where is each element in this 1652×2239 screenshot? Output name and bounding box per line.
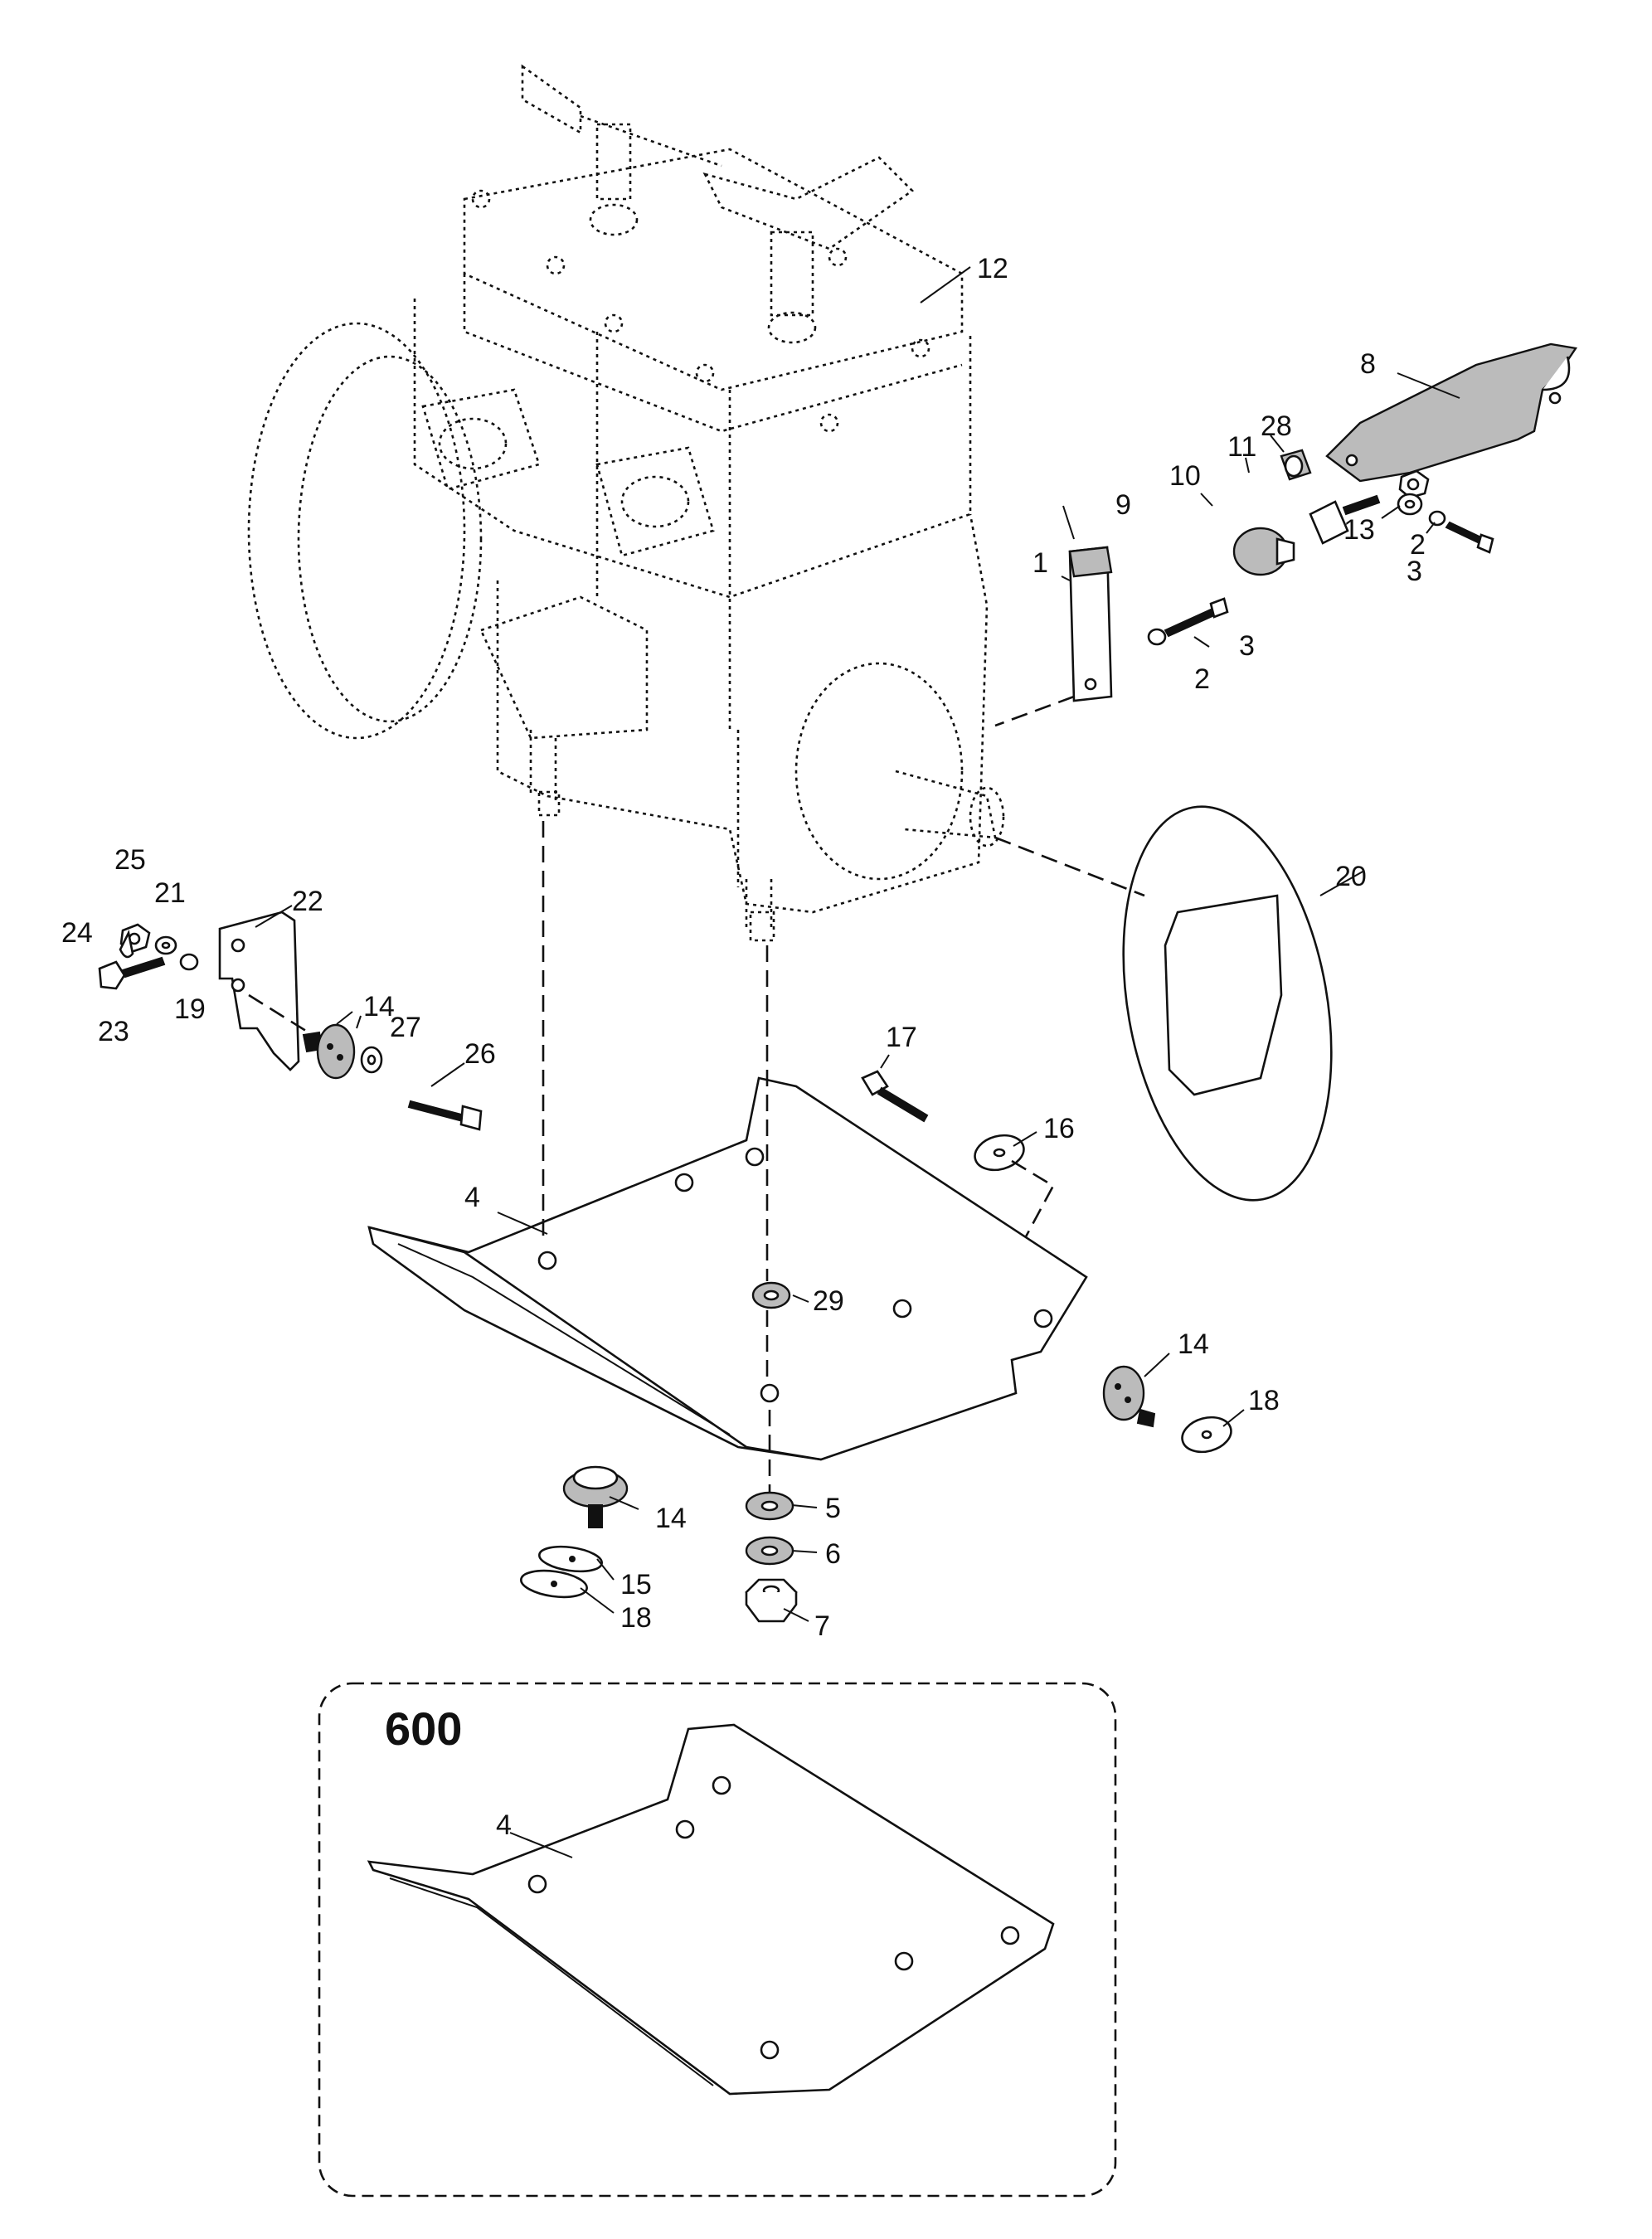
callout-25: 25 bbox=[114, 844, 146, 876]
part-3-bolt-upper bbox=[1445, 521, 1494, 554]
part-14-mount-right bbox=[1102, 1365, 1156, 1428]
callout-16: 16 bbox=[1043, 1113, 1075, 1144]
callout-1: 1 bbox=[1032, 547, 1048, 579]
part-14-mount-lower bbox=[562, 1465, 629, 1528]
callout-7: 7 bbox=[814, 1610, 830, 1642]
callout-8: 8 bbox=[1360, 348, 1376, 380]
part-22-bracket bbox=[218, 911, 300, 1071]
callout-3-lower: 3 bbox=[1239, 630, 1255, 662]
callout-14-right: 14 bbox=[1178, 1328, 1209, 1360]
callout-14-left: 14 bbox=[363, 991, 395, 1022]
inset-600: 600 bbox=[318, 1682, 1117, 2198]
part-16-washer bbox=[974, 1134, 1025, 1172]
part-19-washer bbox=[179, 953, 199, 971]
callout-6: 6 bbox=[825, 1538, 841, 1570]
callout-12: 12 bbox=[977, 253, 1008, 284]
callout-2-lower: 2 bbox=[1194, 663, 1210, 695]
callout-10: 10 bbox=[1169, 460, 1201, 492]
callout-19: 19 bbox=[174, 993, 206, 1025]
part-28-spacer bbox=[1280, 449, 1312, 481]
callout-20: 20 bbox=[1335, 861, 1367, 892]
part-18-shim bbox=[520, 1569, 588, 1599]
part-4-plate bbox=[367, 1076, 1088, 1461]
part-2-washer-lower bbox=[1147, 628, 1167, 646]
callout-4-inset: 4 bbox=[496, 1809, 512, 1841]
callout-23: 23 bbox=[98, 1016, 129, 1047]
callout-24: 24 bbox=[61, 917, 93, 949]
part-24-pin bbox=[119, 930, 134, 959]
part-18-washer-right bbox=[1181, 1416, 1232, 1454]
callout-15: 15 bbox=[620, 1569, 652, 1600]
part-2-washer-upper bbox=[1428, 510, 1446, 527]
callout-22: 22 bbox=[292, 886, 323, 917]
part-15-shim bbox=[538, 1545, 603, 1573]
callout-26: 26 bbox=[464, 1038, 496, 1070]
callout-17: 17 bbox=[886, 1022, 917, 1053]
callout-27: 27 bbox=[390, 1012, 421, 1043]
part-9-stopper bbox=[1232, 527, 1295, 576]
callout-11: 11 bbox=[1227, 431, 1256, 463]
part-26-bolt bbox=[407, 1100, 483, 1131]
leader-lines bbox=[255, 266, 1460, 1858]
part-20-ring bbox=[994, 805, 1333, 1202]
part-11-nut bbox=[1398, 469, 1430, 499]
callouts: 12 8 28 11 10 9 1 13 2 3 3 2 20 25 21 22… bbox=[61, 253, 1426, 1841]
part-14-mount-left bbox=[302, 1023, 356, 1080]
callout-14-lower: 14 bbox=[655, 1503, 687, 1534]
callout-29: 29 bbox=[813, 1285, 844, 1317]
callout-21: 21 bbox=[154, 877, 186, 909]
part-17-bolt bbox=[861, 1070, 929, 1123]
part-3-bolt-lower bbox=[1164, 597, 1229, 638]
callout-13: 13 bbox=[1343, 514, 1375, 546]
callout-28: 28 bbox=[1261, 410, 1292, 442]
part-1-bracket bbox=[994, 546, 1113, 727]
part-10-stud bbox=[1309, 494, 1381, 545]
part-13-washer bbox=[1397, 493, 1423, 516]
callout-18-right: 18 bbox=[1248, 1385, 1280, 1416]
part-5-washer bbox=[745, 1491, 794, 1521]
callout-9: 9 bbox=[1115, 489, 1131, 521]
callout-4: 4 bbox=[464, 1182, 480, 1213]
callout-3-upper: 3 bbox=[1407, 556, 1422, 587]
part-6-washer bbox=[745, 1536, 794, 1566]
callout-5: 5 bbox=[825, 1493, 841, 1524]
part-27-washer bbox=[360, 1046, 383, 1074]
callout-2-upper: 2 bbox=[1410, 529, 1426, 561]
part-8-bracket bbox=[1325, 342, 1578, 483]
inset-600-label: 600 bbox=[385, 1702, 462, 1755]
part-7-nut bbox=[745, 1578, 798, 1623]
engine-block bbox=[247, 64, 1005, 942]
part-23-bolt bbox=[98, 956, 166, 990]
callout-18-lower: 18 bbox=[620, 1602, 652, 1634]
part-21-washer bbox=[154, 935, 177, 955]
